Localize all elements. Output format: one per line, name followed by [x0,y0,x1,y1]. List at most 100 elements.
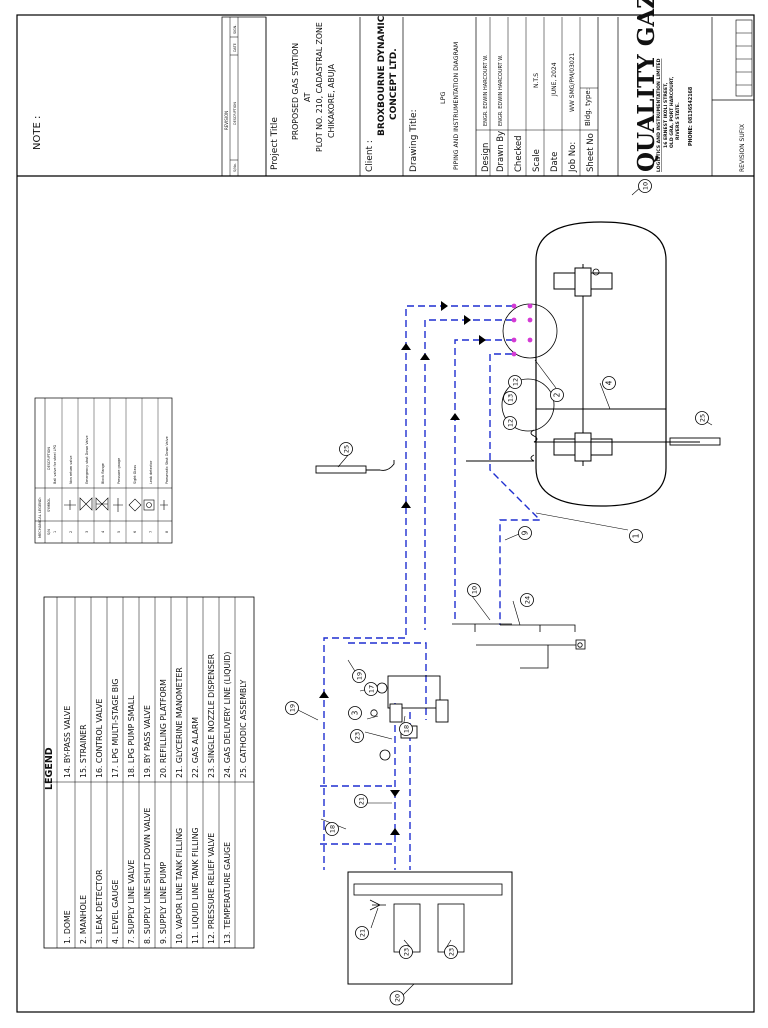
revision-col-date: DATE [233,43,237,52]
tag-19-left: 19 [285,701,299,715]
drawn-by-value: ENGR. EDWIN HARCOURT W. [498,54,504,126]
tank-saddle-post-bottom [574,432,592,462]
sheet-no-label: Sheet No [586,133,596,172]
tag-13: 13 [503,391,517,405]
pipe-liquid-fill [424,319,513,630]
nozzle-marker [511,337,517,343]
tag-leader [337,453,350,468]
tag-23c-label: 23 [448,948,456,956]
lpg-pump-small-icon [389,703,403,723]
tag-19a-label: 19 [289,704,297,712]
mech-row-sn: 2 [69,531,73,533]
mech-legend-header-symbol: SYMBOL [47,498,51,512]
flow-arrow [390,790,400,797]
cathodic-link-left [366,460,395,471]
legend-item: 17. LPG MULTI-STAGE BIG [111,679,120,778]
tag-21-line: 21 [354,794,368,808]
mech-legend-header-desc: DESCRIPTION [47,447,51,470]
dispenser-left-icon [393,903,421,953]
company-address-3: RIVERS STATE. [675,102,681,140]
tag-18-pump: 18 [399,722,413,736]
revision-suffix-grid [735,19,753,97]
legend-item: 14. BY-PASS VALVE [63,706,72,778]
legend-item: 21. GLYCERINE MANOMETER [175,667,184,778]
nozzle-marker [527,317,533,323]
drawing-title-line-1: LPG [439,91,447,104]
mech-row-desc: Emergency shut Down Valve [85,435,89,484]
tag-21b-label: 21 [359,929,367,937]
tag-25-left: 25 [339,442,353,456]
mech-row-sn: 1 [53,531,57,533]
pump-frame [387,675,441,709]
legend-item: 11. LIQUID LINE TANK FILLING [191,827,200,944]
legend-item: 3. LEAK DETECTOR [95,869,104,944]
tag-23b-label: 23 [403,948,411,956]
cathodic-anode-right [669,437,721,446]
tag-1: 1 [629,529,643,543]
tag-leader [366,715,379,720]
date-label: Date [550,152,560,172]
company-address-2: OLD GRA, PORT HARCOURT, [669,76,675,148]
pressure-gauge-icon [376,682,388,694]
project-line-4: CHIKAKORE, ABUJA [327,63,336,138]
mechanical-legend: MECHANICAL LEGEND: S/N SYMBOL DESCRIPTIO… [34,397,173,544]
tag-25b-label: 25 [699,414,707,422]
tag-leader [534,359,557,389]
gas-alarm-icon [379,749,391,761]
dome-vent-icon [592,268,600,276]
design-label: Design [481,143,491,172]
mech-legend-symbols [64,497,168,512]
tag-4-label: 4 [605,380,614,385]
mech-row-sn: 5 [117,531,121,533]
revision-col-sno: S/No. [233,163,237,172]
company-logo: QUALITY GAZ [633,0,660,172]
tag-12a-label: 12 [512,378,520,386]
mech-row-desc: Block flange [101,463,105,484]
pipe-vapor-return [323,305,513,823]
legend-item: 24. GAS DELIVERY LINE (LIQUID) [223,652,232,778]
nozzle-markers [511,303,533,357]
bldg-type-label: Bldg. type: [584,88,592,126]
mech-row-sn: 8 [165,531,169,533]
leak-detector-icon [370,709,378,717]
tag-20: 20 [389,990,405,1006]
flow-arrow [401,501,411,508]
legend-item: 8. SUPPLY LINE SHUT DOWN VALVE [143,808,152,944]
mech-legend-header-sn: S/N [47,529,51,535]
tag-20-label: 20 [394,994,402,1002]
manometer-symbol [369,899,386,911]
legend-item: 10. VAPOR LINE TANK FILLING [175,828,184,944]
drawn-by-label: Drawn By [496,131,506,172]
refilling-platform [347,871,513,985]
tag-12b-label: 12 [507,419,515,427]
tag-leader [504,533,520,541]
tag-leader [401,983,415,997]
client-line-1: BROXBOURNE DYNAMIC [377,15,387,136]
tag-12-bottom: 12 [503,416,517,430]
scale-label: Scale [532,149,542,172]
dispenser-right-icon [437,903,465,953]
title-block: Project Title PROPOSED GAS STATION AT PL… [265,0,754,176]
project-title-label: Project Title [270,117,280,170]
nozzle-marker [527,303,533,309]
client-label: Client : [365,140,375,172]
revision-suffix-label: REVISION SUFIX [739,124,746,172]
legend-item: 22. GAS ALARM [191,717,200,778]
sight-glass-icon [575,639,586,650]
nozzle-marker [527,337,533,343]
tag-17: 17 [364,682,378,696]
mech-row-sn: 4 [101,531,105,533]
project-line-3: PLOT NO. 210, CADASTRAL ZONE [315,22,324,152]
relief-valve-outline [501,378,555,432]
tag-leader [599,382,611,410]
nozzle-marker [511,351,517,357]
job-no-label: Job No: [568,142,578,173]
legend-item: 20. REFILLING PLATFORM [159,679,168,778]
legend-item: 18. LPG PUMP SMALL [127,695,136,778]
non-return-valve-symbol [79,497,93,511]
tag-25a-label: 25 [343,445,351,453]
tag-leader [535,512,629,531]
tag-10a-label: 10 [642,182,650,190]
